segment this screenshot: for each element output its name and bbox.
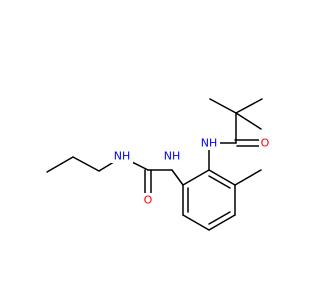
atom-label-o: O [261,137,270,150]
atom-urea-aryl-nitrogen: NH [161,149,183,163]
atom-amide-oxygen: O [259,136,271,150]
bond [208,175,231,189]
bond [208,169,236,186]
bond [182,214,210,231]
bond [171,169,184,186]
bond [208,214,236,231]
bond-layer [46,98,263,231]
atom-label-nh: NH [164,150,181,163]
bond [208,211,231,225]
bond [209,98,237,114]
atom-label-o: O [144,194,153,207]
atom-label-nh: NH [114,150,131,163]
bond [72,156,100,172]
bond [46,156,74,173]
atom-urea-oxygen: O [142,193,154,207]
bond [234,169,262,186]
bond [235,98,263,114]
atom-urea-butyl-nitrogen: NH [111,149,133,163]
bond [182,169,210,186]
atom-labels: NH O NH O NH [111,136,271,207]
atom-amide-nitrogen: NH [198,136,220,150]
atom-label-nh: NH [201,137,218,150]
molecule-diagram: NH O NH O NH [46,98,271,231]
bond [235,112,262,130]
